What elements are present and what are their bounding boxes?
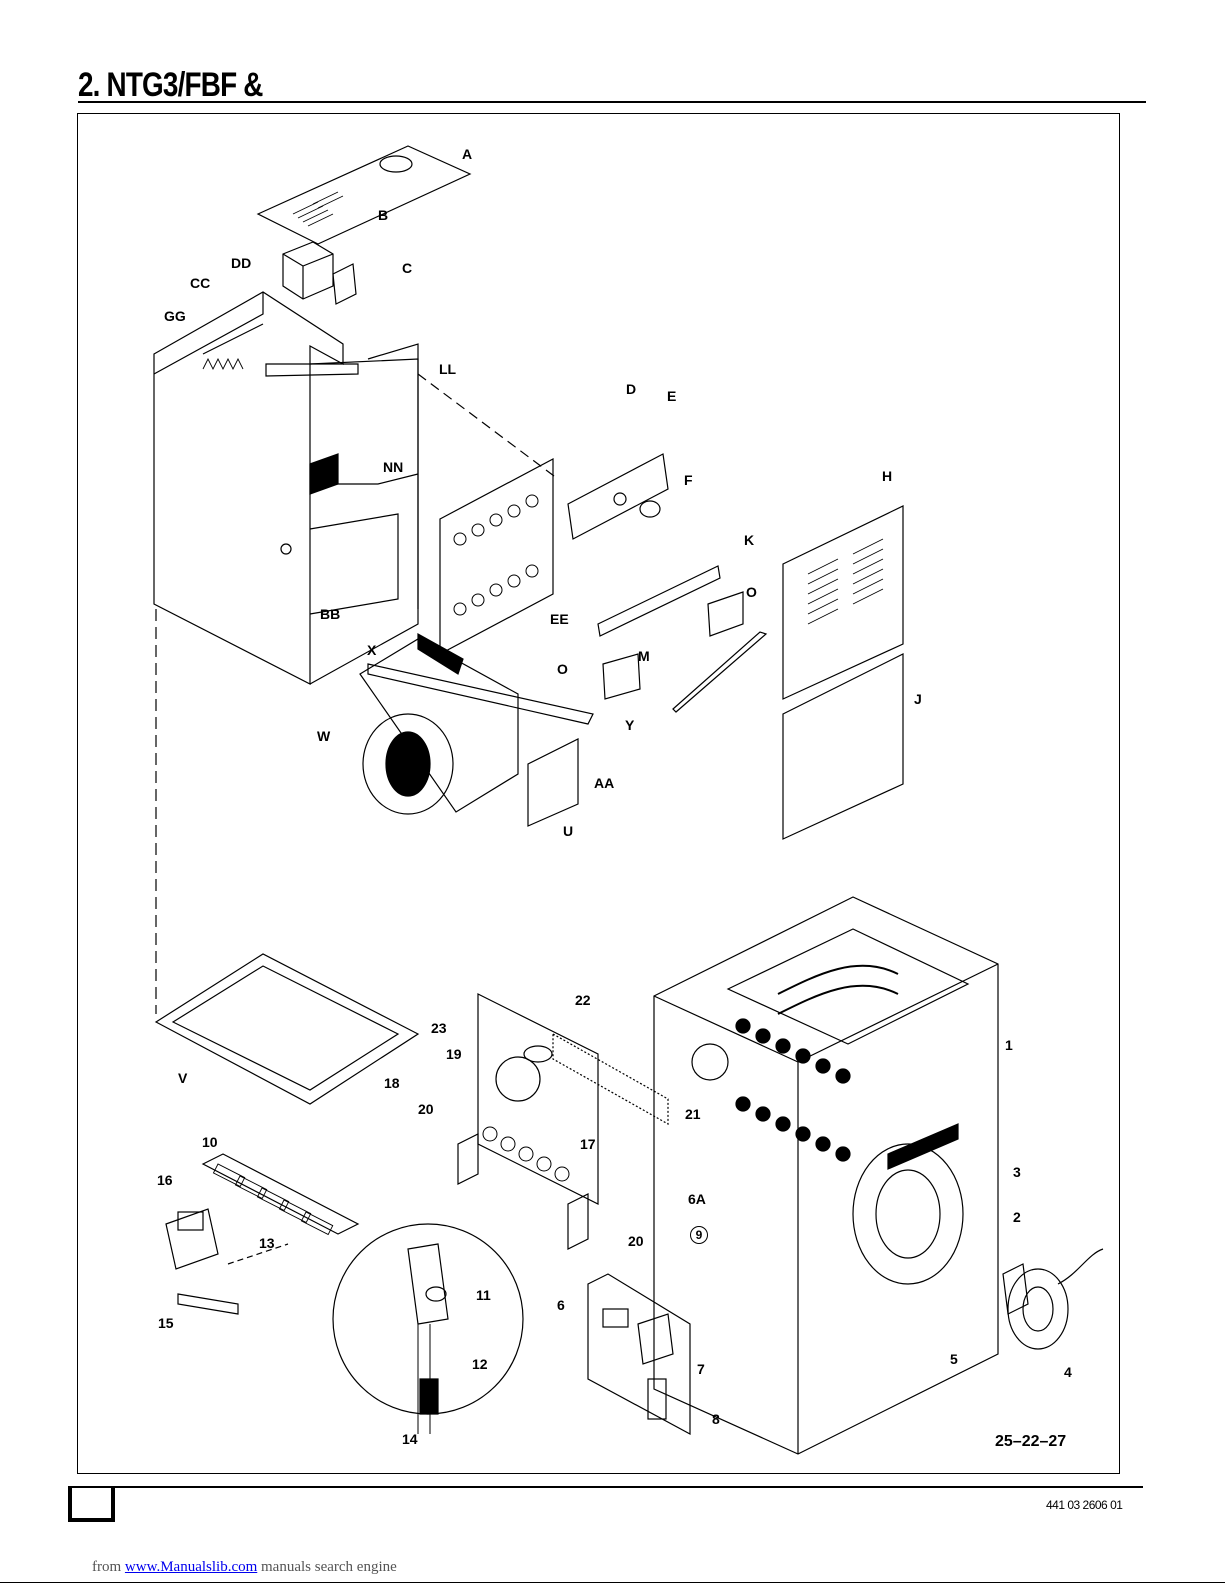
source-credit: from www.Manualslib.com manuals search e…	[92, 1559, 397, 1576]
callout-label: 23	[431, 1021, 447, 1035]
part-gas-valve	[166, 1209, 288, 1314]
callout-label: 21	[685, 1107, 701, 1121]
bottom-rule	[0, 1582, 1225, 1583]
leader-dashed	[418, 374, 558, 479]
callout-label: 16	[157, 1173, 173, 1187]
part-heat-exchanger	[654, 897, 998, 1454]
part-control-board	[588, 1274, 690, 1434]
part-casing	[154, 292, 418, 684]
callout-label: 1	[1005, 1038, 1013, 1052]
callout-label: 15	[158, 1316, 174, 1330]
callout-label: 10	[202, 1135, 218, 1149]
part-motor	[1003, 1249, 1103, 1349]
part-access-plate	[528, 739, 578, 826]
page-number-box	[68, 1488, 115, 1522]
part-junction-box	[283, 242, 356, 304]
callout-label: U	[563, 824, 573, 838]
callout-label: CC	[190, 276, 210, 290]
credit-prefix: from	[92, 1559, 121, 1575]
callout-label: 8	[712, 1412, 720, 1426]
callout-label: 14	[402, 1432, 418, 1446]
callout-label: Y	[625, 718, 634, 732]
callout-label: C	[402, 261, 412, 275]
callout-label: 4	[1064, 1365, 1072, 1379]
callout-label: 20	[418, 1102, 434, 1116]
part-doors	[783, 506, 903, 839]
callout-label: 19	[446, 1047, 462, 1061]
figure-reference: 25–22–27	[995, 1433, 1066, 1451]
callout-label: 17	[580, 1137, 596, 1151]
callout-label: 20	[628, 1234, 644, 1248]
part-bracket	[598, 566, 766, 712]
callout-label: DD	[231, 256, 251, 270]
callout-label: H	[882, 469, 892, 483]
part-burner-box	[568, 454, 668, 539]
callout-label: B	[378, 208, 388, 222]
callout-label: 18	[384, 1076, 400, 1090]
callout-label: 6A	[688, 1192, 706, 1206]
callout-label: 6	[557, 1298, 565, 1312]
part-base-pan	[156, 954, 418, 1104]
callout-label: O	[746, 585, 757, 599]
callout-label: EE	[550, 612, 569, 626]
callout-label: O	[557, 662, 568, 676]
callout-label: W	[317, 729, 330, 743]
callout-label: E	[667, 389, 676, 403]
credit-suffix: manuals search engine	[261, 1559, 397, 1575]
callout-label: M	[638, 649, 650, 663]
callout-label: D	[626, 382, 636, 396]
callout-label: K	[744, 533, 754, 547]
callout-label: V	[178, 1071, 187, 1085]
part-top-panel	[258, 146, 470, 244]
callout-label: 7	[697, 1362, 705, 1376]
callout-label: 3	[1013, 1165, 1021, 1179]
part-burners	[203, 1154, 358, 1235]
callout-label: BB	[320, 607, 340, 621]
part-vestibule-panel	[440, 459, 553, 654]
callout-label: 9	[690, 1226, 708, 1244]
part-orifice-detail	[333, 1224, 523, 1434]
callout-label: 2	[1013, 1210, 1021, 1224]
callout-label: LL	[439, 362, 456, 376]
callout-label: AA	[594, 776, 614, 790]
callout-label: 13	[259, 1236, 275, 1250]
callout-label: 12	[472, 1357, 488, 1371]
page-title: 2. NTG3/FBF &	[78, 66, 263, 105]
callout-label: 11	[476, 1288, 491, 1302]
document-number: 441 03 2606 01	[1046, 1498, 1122, 1512]
footer-rule	[68, 1486, 1143, 1488]
title-rule	[78, 101, 1146, 103]
callout-label: X	[367, 643, 376, 657]
callout-label: F	[684, 473, 693, 487]
callout-label: 22	[575, 993, 591, 1007]
callout-label: A	[462, 147, 472, 161]
callout-label: NN	[383, 460, 403, 474]
callout-label: GG	[164, 309, 186, 323]
exploded-parts-diagram	[78, 114, 1119, 1473]
manualslib-link[interactable]: www.Manualslib.com	[125, 1559, 257, 1575]
callout-label: J	[914, 692, 922, 706]
callout-label: 5	[950, 1352, 958, 1366]
